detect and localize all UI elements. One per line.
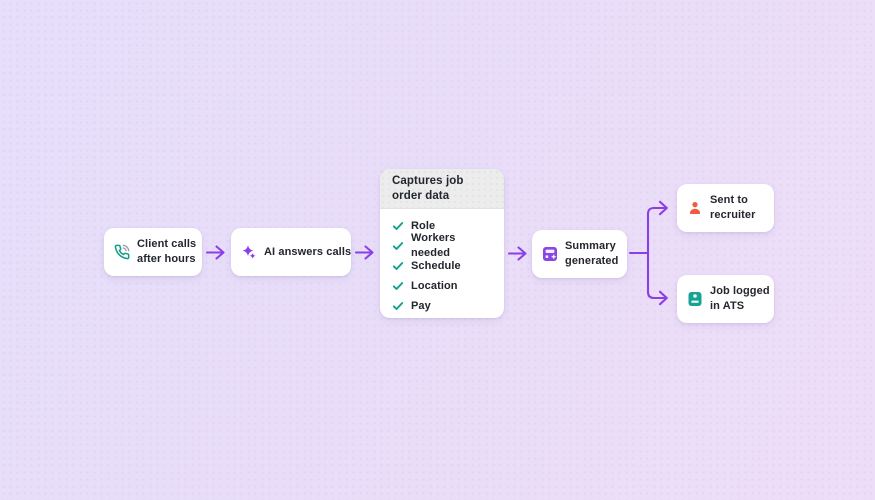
node-ai-answers: AI answers calls <box>231 228 351 276</box>
checklist-item: Pay <box>392 296 492 316</box>
checklist-item: Role <box>392 216 492 236</box>
node-sent-to-recruiter: Sent to recruiter <box>677 184 774 232</box>
node-label: Client calls after hours <box>137 238 197 265</box>
node-label: Summary generated <box>565 240 619 267</box>
node-captures-job-data: Captures job order data Role Workers nee… <box>380 169 504 318</box>
check-icon <box>392 282 404 290</box>
node-label: Sent to recruiter <box>710 194 756 221</box>
branch-connector <box>628 200 668 306</box>
arrow-right-icon <box>507 246 527 261</box>
capture-checklist: Role Workers needed Schedule Location Pa… <box>380 209 504 322</box>
sparkles-icon <box>242 245 256 259</box>
checklist-item: Workers needed <box>392 232 492 259</box>
arrow-right-icon <box>354 245 374 260</box>
node-summary-generated: Summary generated <box>532 230 627 278</box>
capture-card-title: Captures job order data <box>392 174 464 202</box>
capture-card-header: Captures job order data <box>380 169 504 209</box>
checklist-item-label: Schedule <box>411 259 461 272</box>
check-icon <box>392 262 404 270</box>
checklist-item-label: Role <box>411 219 436 232</box>
summary-doc-icon <box>543 247 557 261</box>
checklist-item: Location <box>392 276 492 296</box>
check-icon <box>392 222 404 230</box>
phone-call-icon <box>114 244 130 260</box>
check-icon <box>392 302 404 310</box>
checklist-item: Schedule <box>392 256 492 276</box>
node-client-calls: Client calls after hours <box>104 228 202 276</box>
database-icon <box>688 292 702 306</box>
node-label: AI answers calls <box>264 245 352 258</box>
check-icon <box>392 242 404 250</box>
node-label: Job logged in ATS <box>710 285 770 312</box>
checklist-item-label: Location <box>411 279 458 292</box>
person-icon <box>689 202 701 214</box>
node-job-logged-ats: Job logged in ATS <box>677 275 774 323</box>
checklist-item-label: Pay <box>411 299 431 312</box>
arrow-right-icon <box>205 245 225 260</box>
checklist-item-label: Workers needed <box>411 232 456 259</box>
